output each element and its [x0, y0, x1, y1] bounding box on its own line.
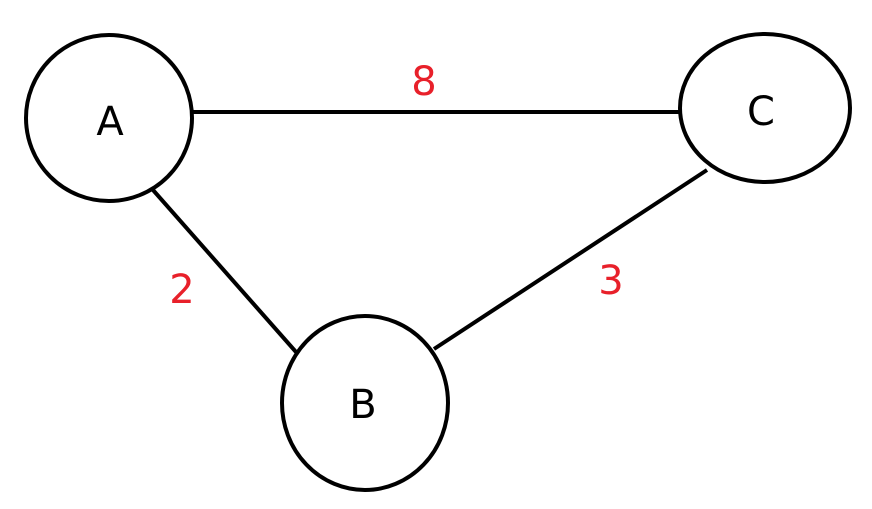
node-a: A [24, 33, 194, 203]
edge-b-c [432, 168, 709, 351]
edge-a-b [151, 188, 298, 354]
edges-group [151, 110, 709, 354]
edge-b-c-weight: 3 [598, 258, 623, 304]
node-b: B [280, 314, 450, 492]
node-a-circle [24, 33, 194, 203]
weights-group: 8 2 3 [169, 59, 623, 313]
node-b-circle [280, 314, 450, 492]
edge-a-c-weight: 8 [411, 59, 436, 105]
node-c: C [678, 32, 852, 184]
node-a-label: A [96, 99, 124, 145]
node-c-label: C [747, 89, 775, 135]
node-b-label: B [349, 382, 376, 428]
edge-a-b-weight: 2 [169, 267, 194, 313]
node-c-circle [678, 32, 852, 184]
